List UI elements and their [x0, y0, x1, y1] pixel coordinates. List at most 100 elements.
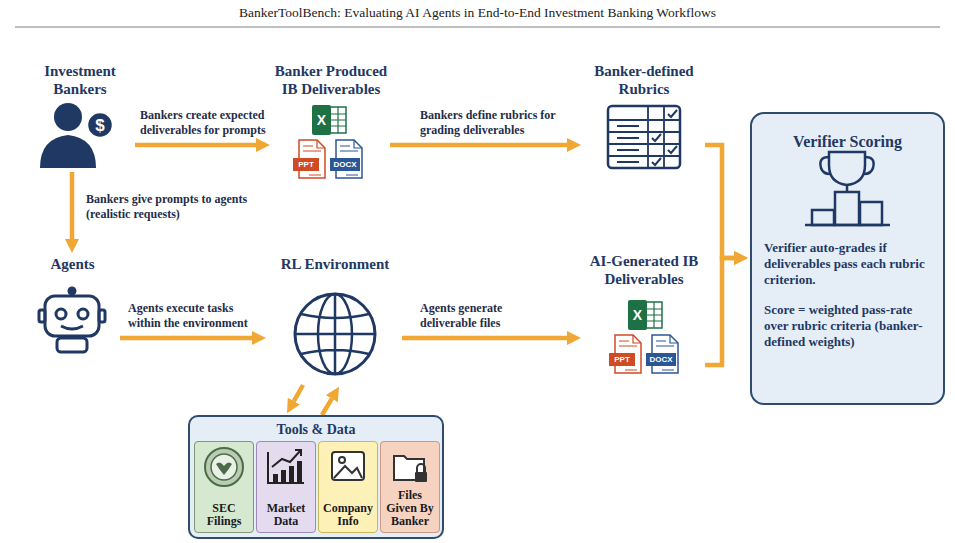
- tile-label: Market Data: [258, 502, 314, 528]
- word-icon: [330, 140, 362, 178]
- flow-arrow: [294, 385, 303, 401]
- trophy-chart-icon: [805, 152, 890, 225]
- company-image-icon: [332, 452, 364, 480]
- robot-icon: [39, 310, 45, 322]
- panel-heading: Tools & Data: [190, 421, 442, 438]
- excel-icon: [312, 105, 346, 135]
- panel-text: Verifier auto-grades if deliverables pas…: [764, 240, 931, 288]
- label-holder: X: [633, 308, 642, 322]
- edge-label-holder: Bankers create expected deliverables for…: [140, 108, 272, 138]
- robot-icon: [56, 309, 66, 319]
- tile-label: SEC Filings: [196, 502, 252, 528]
- powerpoint-icon: [609, 353, 635, 366]
- company-image-icon: [339, 457, 345, 463]
- rubric-table-icon: [617, 126, 639, 162]
- globe-icon: [295, 294, 375, 374]
- source-tile: Company Info: [318, 441, 378, 533]
- trophy-chart-icon: [820, 157, 873, 192]
- title-holder: BankerToolBench: Evaluating AI Agents in…: [0, 5, 955, 21]
- source-tile: Market Data: [256, 441, 316, 533]
- market-chart-icon: [272, 450, 301, 467]
- file-type-glyph: DOCX: [333, 161, 356, 169]
- title-rule: [15, 27, 940, 28]
- flow-arrow: [120, 336, 252, 341]
- edge-label-holder: Agents execute tasks within the environm…: [128, 301, 262, 331]
- rubric-group: Banker-defined Rubrics: [583, 62, 705, 174]
- agent-group: Agents: [25, 255, 120, 360]
- panel-fill: [750, 112, 945, 405]
- market-chart-icon: [268, 450, 304, 483]
- edge-label: Bankers define rubrics for grading deliv…: [420, 108, 570, 138]
- globe-icon: [295, 294, 375, 374]
- word-icon: [330, 158, 360, 171]
- rubric-table-icon: [608, 106, 680, 168]
- node-heading: Agents: [25, 255, 120, 273]
- flow-arrow: [70, 172, 75, 239]
- panel-fill: [188, 112, 945, 539]
- panel-fill: [188, 415, 444, 539]
- edge-label-holder: Bankers give prompts to agents (realisti…: [86, 192, 271, 222]
- locked-folder-icon: [417, 464, 425, 472]
- file-type-glyph: PPT: [614, 356, 630, 364]
- label-holder: PPT: [298, 161, 314, 169]
- file-type-glyph: DOCX: [649, 356, 672, 364]
- edge-label-holder: Bankers define rubrics for grading deliv…: [420, 108, 570, 138]
- node-heading: Banker Produced IB Deliverables: [272, 62, 390, 98]
- excel-icon: [331, 107, 346, 133]
- file-type-glyph: X: [317, 113, 326, 127]
- powerpoint-icon: [293, 140, 325, 178]
- edge-label: Agents execute tasks within the environm…: [128, 301, 262, 331]
- page-title: BankerToolBench: Evaluating AI Agents in…: [0, 5, 955, 21]
- banker-icon: [87, 112, 113, 138]
- robot-icon: [39, 288, 105, 352]
- word-icon: [646, 335, 678, 373]
- robot-icon: [61, 326, 83, 329]
- locked-folder-icon: [415, 472, 427, 482]
- market-chart-icon: [289, 466, 294, 483]
- excel-icon: [628, 300, 647, 330]
- rubric-table-icon: [608, 106, 680, 168]
- verifier-panel: Verifier ScoringVerifier auto-grades if …: [750, 112, 945, 405]
- label-holder: PPT: [614, 356, 630, 364]
- deliverable-group: Banker Produced IB Deliverables: [272, 62, 390, 182]
- robot-icon: [45, 296, 99, 336]
- file-type-glyph: PPT: [298, 161, 314, 169]
- excel-icon: [312, 105, 331, 135]
- flow-arrow: [705, 145, 734, 258]
- edge-label: Agents generate deliverable files: [420, 301, 550, 331]
- environment-group: RL Environment: [268, 255, 402, 385]
- tile-label: Company Info: [320, 502, 376, 528]
- currency-symbol: $: [95, 117, 104, 134]
- company-image-icon: [332, 452, 364, 480]
- node-heading: AI-Generated IB Deliverables: [583, 252, 705, 288]
- label-holder: $: [95, 117, 104, 134]
- robot-icon: [99, 310, 105, 322]
- actor-group: Investment Bankers: [25, 62, 135, 172]
- robot-icon: [57, 338, 87, 352]
- node-heading: Investment Bankers: [25, 62, 135, 98]
- node-heading: RL Environment: [268, 255, 402, 273]
- flow-arrow: [390, 143, 567, 148]
- market-chart-icon: [281, 470, 286, 483]
- edge-label-holder: Agents generate deliverable files: [420, 301, 550, 331]
- banker-icon: [54, 103, 82, 131]
- label-holder: DOCX: [649, 356, 672, 364]
- flow-arrow: [402, 336, 567, 341]
- trophy-chart-icon: [805, 224, 890, 227]
- sec-seal-icon: [216, 462, 232, 475]
- excel-icon: [628, 300, 662, 330]
- rubric-table-icon: [608, 106, 680, 168]
- source-tile: SEC Filings: [194, 441, 254, 533]
- trophy-chart-icon: [812, 210, 834, 225]
- robot-icon: [78, 309, 88, 319]
- globe-icon: [295, 294, 375, 374]
- market-chart-icon: [297, 461, 302, 483]
- panel-fill: [318, 441, 378, 533]
- market-chart-icon: [273, 474, 278, 483]
- panel-fill: [194, 441, 254, 533]
- robot-icon: [69, 288, 75, 294]
- powerpoint-icon: [609, 335, 641, 373]
- panel-fill: [256, 441, 316, 533]
